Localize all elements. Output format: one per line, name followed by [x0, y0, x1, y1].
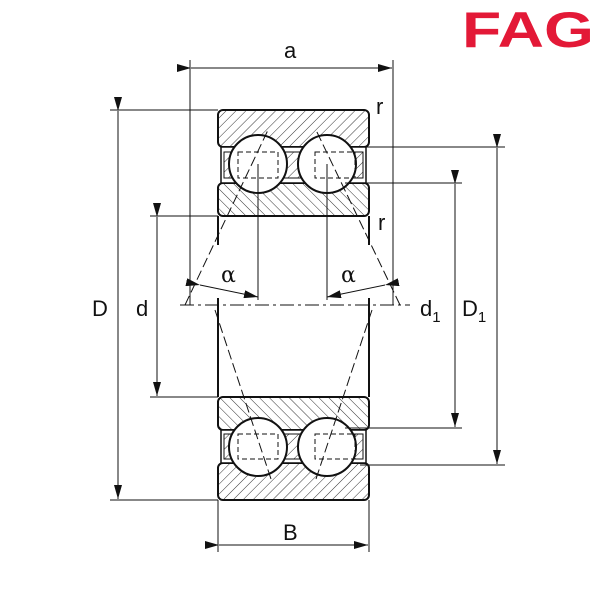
bearing-bottom-section — [217, 396, 370, 501]
bearing-top-section — [217, 109, 370, 217]
label-d: d — [136, 296, 148, 321]
label-D: D — [92, 296, 108, 321]
label-r-top: r — [376, 94, 383, 119]
fag-logo: FAG — [462, 2, 594, 58]
label-r-mid: r — [378, 210, 385, 235]
label-alpha-left: α — [221, 263, 236, 288]
label-alpha-right: α — [341, 263, 356, 288]
ball — [228, 417, 288, 477]
label-B: B — [283, 520, 298, 545]
label-a: a — [284, 38, 297, 63]
label-D1: D1 — [462, 296, 486, 326]
label-d1: d1 — [420, 296, 441, 326]
